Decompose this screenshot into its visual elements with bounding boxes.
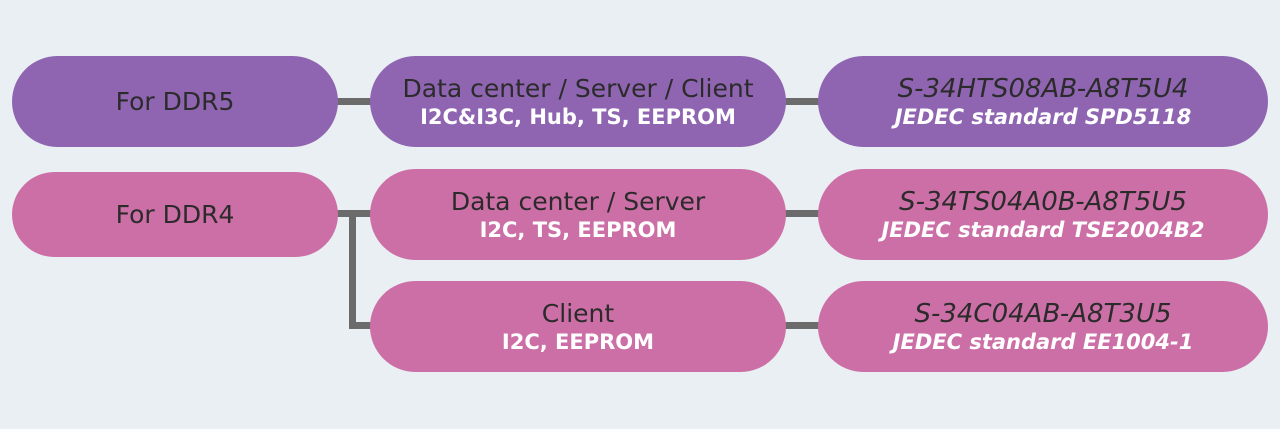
ddr4-server-part-number: S-34TS04A0B-A8T5U5 xyxy=(899,186,1187,217)
ddr4-server-application-title: Data center / Server xyxy=(450,186,706,216)
connector-ddr4-category-stem xyxy=(336,210,356,217)
connector-ddr4-server-branch xyxy=(349,210,374,217)
ddr5-application-title: Data center / Server / Client xyxy=(402,73,754,103)
ddr5-part-number: S-34HTS08AB-A8T5U4 xyxy=(897,73,1189,104)
ddr5-part-node: S-34HTS08AB-A8T5U4 JEDEC standard SPD511… xyxy=(818,56,1268,147)
ddr4-client-application-title: Client xyxy=(541,298,615,328)
ddr4-client-part-number: S-34C04AB-A8T3U5 xyxy=(914,298,1172,329)
ddr4-client-part-node: S-34C04AB-A8T3U5 JEDEC standard EE1004-1 xyxy=(818,281,1268,372)
ddr4-client-application-features: I2C, EEPROM xyxy=(501,329,655,354)
ddr4-server-part-node: S-34TS04A0B-A8T5U5 JEDEC standard TSE200… xyxy=(818,169,1268,260)
ddr5-application-node: Data center / Server / Client I2C&I3C, H… xyxy=(370,56,786,147)
ddr4-server-application-features: I2C, TS, EEPROM xyxy=(479,217,677,242)
connector-ddr4-client-part xyxy=(784,322,822,329)
ddr5-application-features: I2C&I3C, Hub, TS, EEPROM xyxy=(420,104,736,129)
ddr5-standard: JEDEC standard SPD5118 xyxy=(894,104,1192,129)
connector-ddr5-category-app xyxy=(336,98,374,105)
ddr4-category-node: For DDR4 xyxy=(12,172,338,257)
ddr4-client-application-node: Client I2C, EEPROM xyxy=(370,281,786,372)
ddr5-category-node: For DDR5 xyxy=(12,56,338,147)
ddr4-client-standard: JEDEC standard EE1004-1 xyxy=(892,329,1194,354)
connector-ddr4-client-branch xyxy=(349,322,374,329)
ddr4-category-label: For DDR4 xyxy=(115,200,235,229)
ddr5-category-label: For DDR5 xyxy=(115,87,235,116)
connector-ddr4-server-part xyxy=(784,210,822,217)
connector-ddr4-vertical xyxy=(349,210,356,329)
ddr4-server-application-node: Data center / Server I2C, TS, EEPROM xyxy=(370,169,786,260)
ddr4-server-standard: JEDEC standard TSE2004B2 xyxy=(881,217,1205,242)
connector-ddr5-app-part xyxy=(784,98,822,105)
